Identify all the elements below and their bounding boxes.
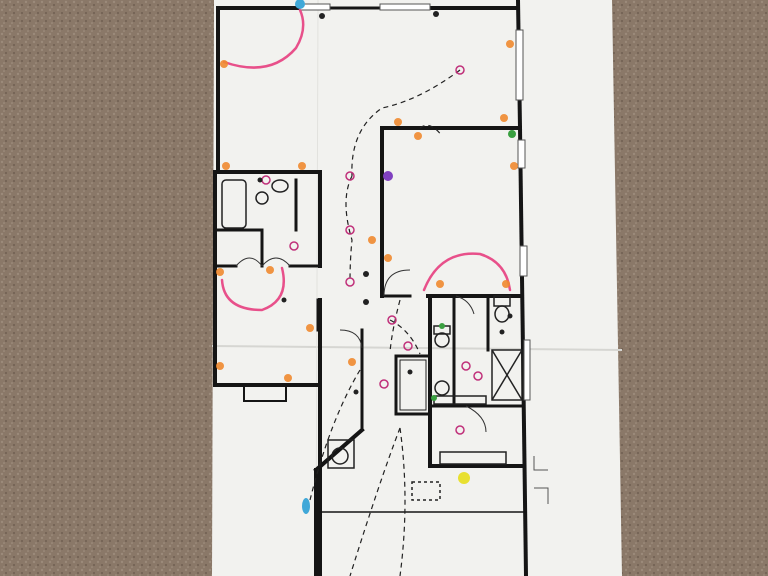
- pink-marker-arcs: [220, 8, 512, 312]
- fixtures: [221, 179, 523, 501]
- door-swings: [235, 257, 487, 433]
- plan-edge-marks: [533, 456, 549, 504]
- electrical-symbols: [216, 0, 518, 514]
- windows: [299, 3, 531, 401]
- paper-sheet: [212, 0, 622, 576]
- walls: [213, 0, 529, 576]
- wiring-lines: [309, 69, 461, 576]
